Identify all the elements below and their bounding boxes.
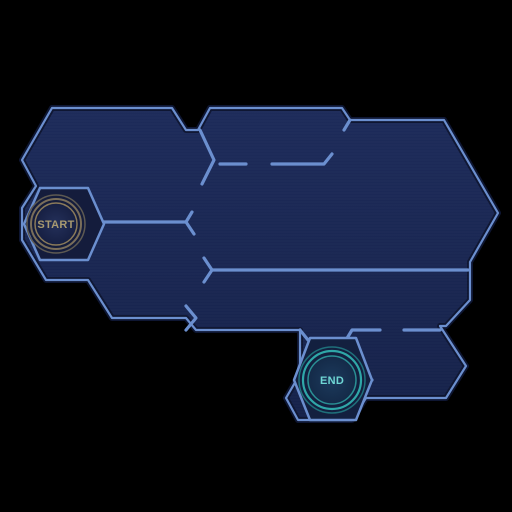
start-inner-disc <box>34 202 78 246</box>
end-node[interactable]: END <box>292 336 374 422</box>
maze-wall <box>198 128 216 186</box>
maze-wall <box>342 118 352 132</box>
start-label: START <box>37 219 74 231</box>
start-node[interactable]: START <box>22 186 106 262</box>
end-inner-disc <box>307 355 357 405</box>
start-outer-ring <box>26 194 86 254</box>
end-label: END <box>320 375 344 387</box>
maze-wall <box>270 152 334 166</box>
maze-wall <box>184 304 198 332</box>
end-outer-ring <box>298 346 366 414</box>
end-mid-ring <box>301 349 363 411</box>
start-mid-ring <box>30 198 82 250</box>
maze-wall <box>184 210 194 224</box>
maze-panel <box>19 105 501 423</box>
